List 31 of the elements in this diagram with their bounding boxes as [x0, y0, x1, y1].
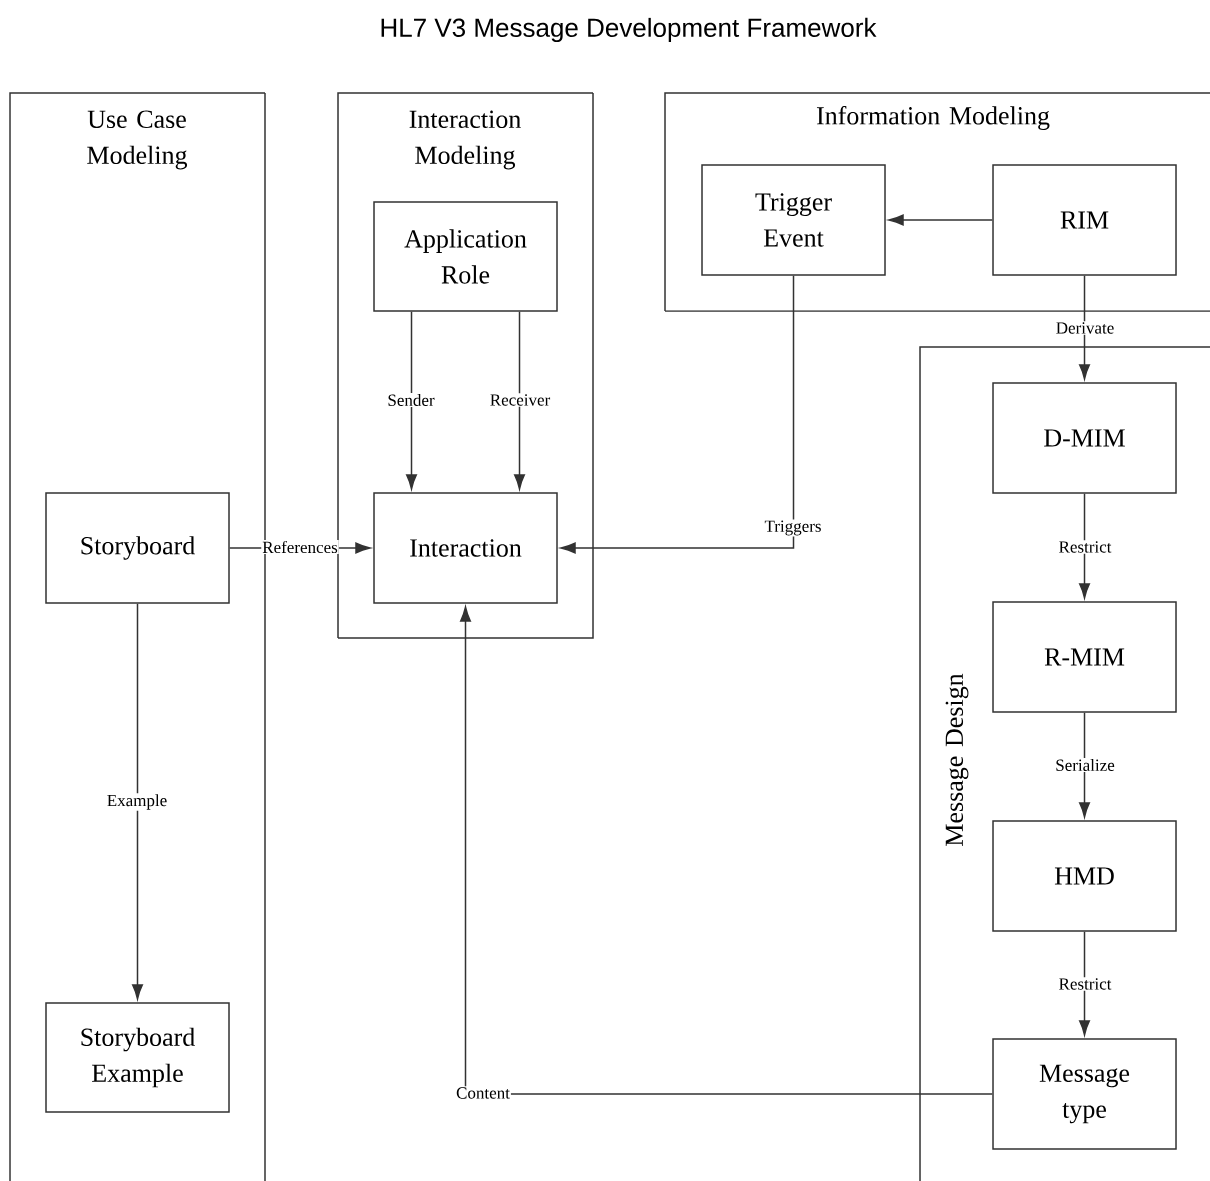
process-box: RIM	[992, 164, 1177, 276]
process-box: HMD	[992, 820, 1177, 932]
edge-label: Restrict	[1057, 977, 1113, 991]
edge-label: Content	[455, 1086, 511, 1100]
edge-label: Derivate	[1054, 321, 1116, 335]
edge-label: Receiver	[488, 393, 552, 407]
process-box: Storyboard	[45, 492, 230, 604]
edge-label: Example	[105, 793, 169, 811]
process-box: Application Role	[373, 201, 558, 312]
process-box: Message type	[992, 1038, 1177, 1150]
process-box: D-MIM	[992, 382, 1177, 494]
edge-label: Serialize	[1054, 758, 1116, 772]
arrow	[888, 214, 993, 226]
arrow	[1079, 712, 1091, 818]
title: HL7 V3 Message Development Framework	[381, 17, 877, 43]
process-box: Trigger Event	[701, 164, 886, 276]
arrow	[460, 606, 993, 1095]
arrow	[132, 603, 143, 1000]
arrow	[1079, 493, 1091, 599]
arrow	[1079, 931, 1091, 1036]
arrow	[560, 275, 795, 554]
process-box: Storyboard Example	[45, 1002, 230, 1113]
process-box: R-MIM	[992, 601, 1177, 713]
arrow	[1079, 275, 1091, 380]
arrow	[406, 311, 417, 490]
edge-label: Sender	[386, 393, 436, 407]
edge-label: Triggers	[763, 519, 823, 537]
process-box: Interaction	[373, 492, 558, 604]
edge-label: References	[261, 539, 339, 555]
arrow	[514, 311, 525, 490]
edge-label: Restrict	[1057, 540, 1113, 554]
